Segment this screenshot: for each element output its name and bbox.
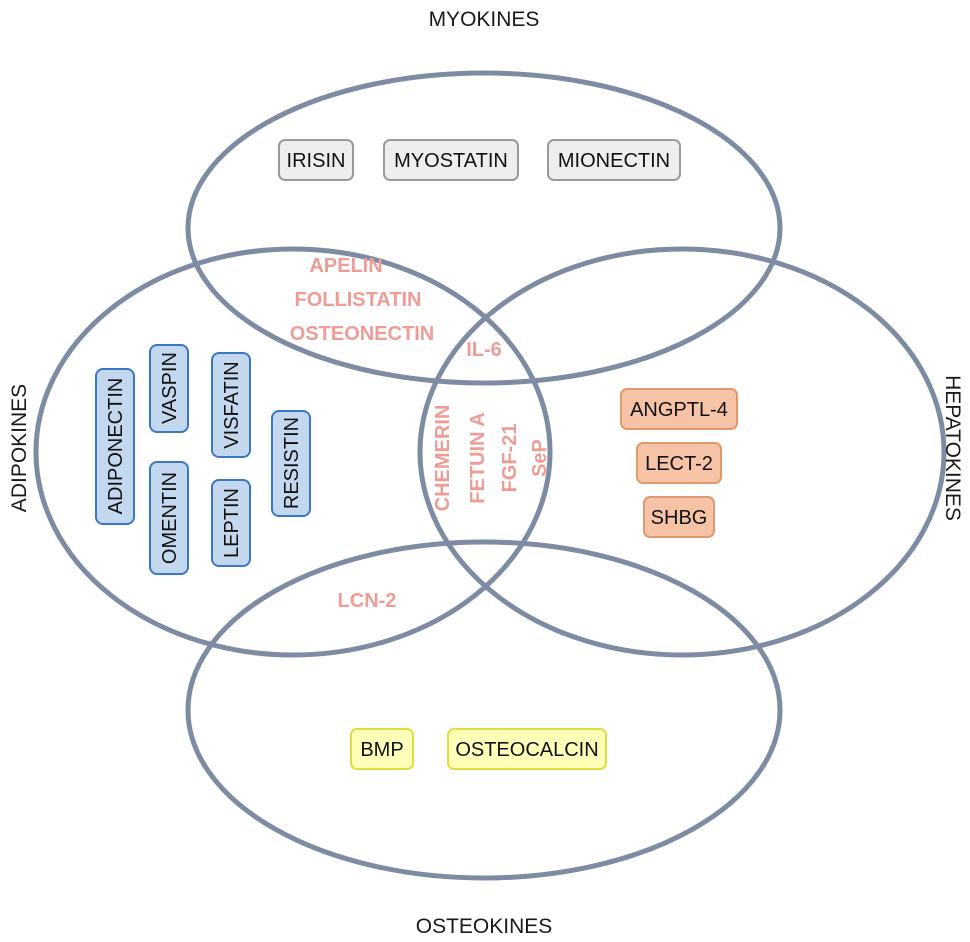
shbg-text: SHBG [651,507,708,529]
irisin-box [278,139,354,181]
lcn2-text: LCN-2 [338,590,397,612]
resistin-box [271,410,311,517]
bmp-text: BMP [360,739,403,761]
resistin-text: RESISTIN [281,417,303,509]
follistatin-text: FOLLISTATIN [294,289,421,311]
osteocalcin-text: OSTEOCALCIN [455,739,598,761]
hepatokines-ellipse [417,246,947,658]
apelin-text: APELIN [309,255,382,277]
adipokines-ellipse [33,246,553,658]
omentin-box [149,461,189,575]
chemerin-text: CHEMERIN [432,405,454,512]
adiponectin-box [95,368,135,525]
myostatin-box [383,139,519,181]
mionectin-text: MIONECTIN [558,150,670,172]
lect2-text: LECT-2 [645,453,713,475]
hepatokines-label: HEPATOKINES [941,375,964,521]
sep-text: SeP [529,439,551,477]
vaspin-box [149,344,189,433]
vaspin-text: VASPIN [159,352,181,424]
osteokines-label: OSTEOKINES [416,915,553,938]
bmp-box [350,728,414,770]
omentin-text: OMENTIN [159,472,181,564]
angptl4-box [620,388,738,430]
lect2-box [636,442,722,484]
mionectin-box [547,139,681,181]
visfatin-box [211,352,251,458]
fgf21-text: FGF-21 [499,424,521,493]
osteokines-ellipse [185,539,783,881]
shbg-box [643,496,715,538]
myostatin-text: MYOSTATIN [394,150,508,172]
osteocalcin-box [447,728,607,770]
myokines-label: MYOKINES [429,8,540,31]
il6-text: IL-6 [466,339,502,361]
myokines-ellipse [185,70,783,386]
angptl4-text: ANGPTL-4 [630,399,728,421]
leptin-text: LEPTIN [221,488,243,558]
visfatin-text: VISFATIN [221,361,243,448]
leptin-box [211,479,251,567]
adipokines-label: ADIPOKINES [8,384,31,512]
fetuin-a-text: FETUIN A [467,412,489,503]
adiponectin-text: ADIPONECTIN [105,378,127,515]
irisin-text: IRISIN [287,150,346,172]
osteonectin-text: OSTEONECTIN [290,323,434,345]
